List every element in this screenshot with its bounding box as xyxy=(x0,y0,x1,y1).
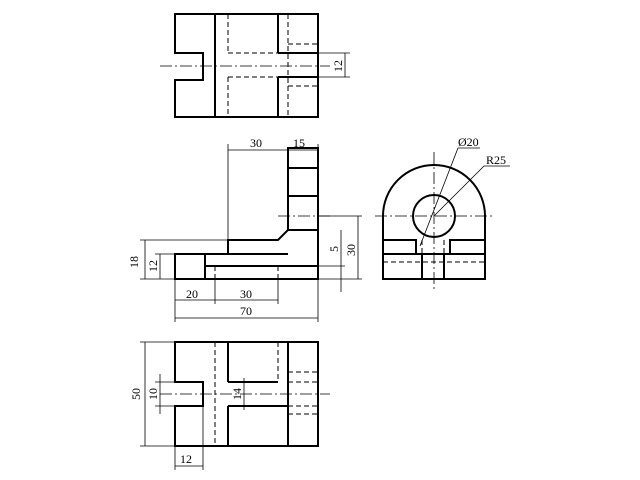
front-view-outline xyxy=(174,147,319,280)
front-dim-30-right: 30 xyxy=(344,244,358,256)
bottom-dim-10: 10 xyxy=(146,388,160,400)
side-view: Ø20 R25 xyxy=(375,135,510,292)
bottom-dim-50: 50 xyxy=(129,388,143,400)
front-dim-20: 20 xyxy=(186,287,198,301)
front-dim-18: 18 xyxy=(127,256,141,268)
bottom-view: 50 10 14 12 xyxy=(129,341,330,470)
bottom-dim-12: 12 xyxy=(180,452,192,466)
side-view-outline xyxy=(382,164,486,280)
side-dim-d20: Ø20 xyxy=(458,135,479,149)
top-view: 12 xyxy=(160,13,350,118)
front-dim-12: 12 xyxy=(146,260,160,272)
front-dim-30-bottom: 30 xyxy=(240,287,252,301)
front-dim-70: 70 xyxy=(240,304,252,318)
top-view-outline xyxy=(174,13,319,118)
top-dim-12: 12 xyxy=(331,60,345,72)
front-dim-30-top: 30 xyxy=(250,136,262,150)
side-dim-r25: R25 xyxy=(486,153,506,167)
bottom-dim-14: 14 xyxy=(230,388,244,400)
front-dim-15: 15 xyxy=(293,136,305,150)
front-dim-5: 5 xyxy=(327,246,341,252)
front-view: 30 15 18 12 5 30 20 30 70 xyxy=(127,136,362,322)
